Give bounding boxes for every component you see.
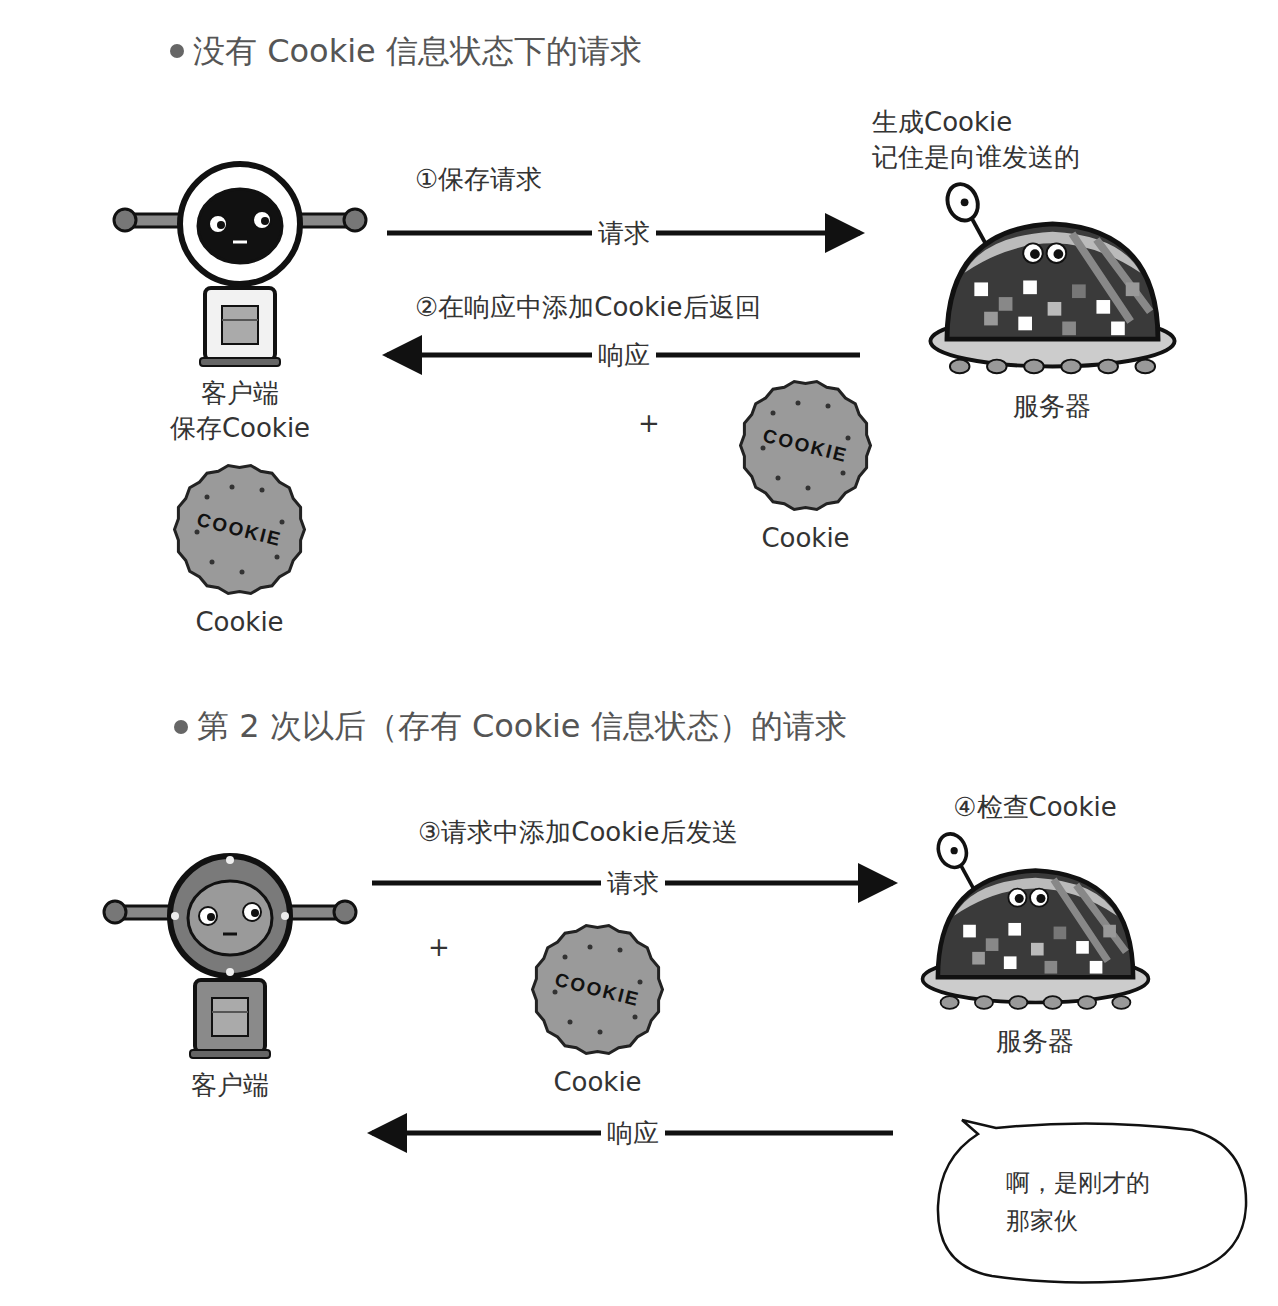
server-robot <box>925 175 1180 385</box>
step-note: ②在响应中添加Cookie后返回 <box>415 290 761 325</box>
server-note: ④检查Cookie <box>953 790 1117 825</box>
speech-bubble <box>930 1118 1252 1286</box>
speech-text: 啊，是刚才的 那家伙 <box>1006 1164 1176 1241</box>
cookie: COOKIECookie <box>530 922 665 1100</box>
bullet <box>170 44 184 58</box>
step-note: ③请求中添加Cookie后发送 <box>418 815 738 850</box>
step-note: ①保存请求 <box>415 162 542 197</box>
client: 客户端 <box>100 852 360 1103</box>
plus-sign: + <box>638 408 660 438</box>
cookie-label: Cookie <box>761 521 849 556</box>
server-label: 服务器 <box>1013 389 1091 424</box>
edge-label: 请求 <box>601 866 665 901</box>
server-robot <box>918 825 1153 1020</box>
client-label: 客户端 保存Cookie <box>165 376 315 446</box>
edge-label: 响应 <box>592 338 656 373</box>
cookie: COOKIECookie <box>172 462 307 640</box>
plus-sign: + <box>428 932 450 962</box>
section-title: 第 2 次以后（存有 Cookie 信息状态）的请求 <box>197 705 847 749</box>
server-note: 生成Cookie 记住是向谁发送的 <box>872 105 1117 175</box>
speech-bubble: 啊，是刚才的 那家伙 <box>930 1118 1252 1286</box>
cookie-label: Cookie <box>553 1065 641 1100</box>
cookie-word: COOKIE <box>181 453 298 605</box>
client-robot <box>95 852 365 1062</box>
client-robot <box>105 160 375 370</box>
cookie-word: COOKIE <box>747 369 864 521</box>
bullet <box>174 720 188 734</box>
cookie-label: Cookie <box>195 605 283 640</box>
server: 生成Cookie 记住是向谁发送的服务器 <box>872 105 1232 424</box>
client: 客户端 保存Cookie <box>105 160 375 446</box>
server-label: 服务器 <box>996 1024 1074 1059</box>
server: ④检查Cookie 服务器 <box>905 790 1165 1059</box>
cookie: COOKIECookie <box>738 378 873 556</box>
edge-label: 响应 <box>601 1116 665 1151</box>
section-title: 没有 Cookie 信息状态下的请求 <box>193 30 642 74</box>
edge-label: 请求 <box>592 216 656 251</box>
client-label: 客户端 <box>155 1068 305 1103</box>
cookie-word: COOKIE <box>539 913 656 1065</box>
